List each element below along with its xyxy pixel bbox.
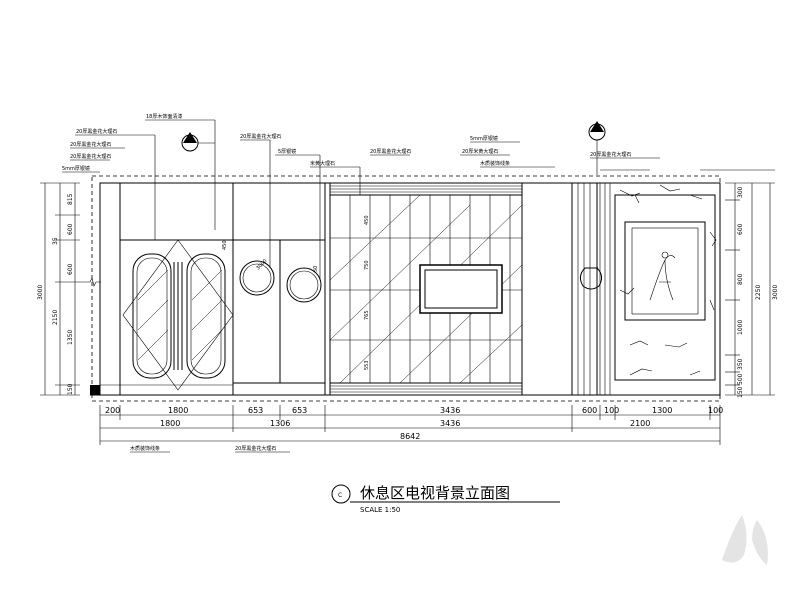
left-dimensions <box>40 182 101 396</box>
callout-11: 20厚米黄大理石 <box>462 148 498 155</box>
dim-right-3000: 3000 <box>772 285 779 300</box>
callout-3: 20厚黑金花大理石 <box>70 153 111 160</box>
callout-5: 18厚木饰面清漆 <box>146 113 182 120</box>
dim-left-600b: 600 <box>67 263 74 275</box>
callout-13: 20厚黑金花大理石 <box>590 151 631 158</box>
callout-8: 20厚黑金花大理石 <box>370 148 411 155</box>
dim-100-b: 100 <box>708 406 723 415</box>
dim-right-150: 150 <box>737 386 744 398</box>
dim-inner-50: 50 <box>313 266 319 272</box>
callout-bottom-1: 木质装饰线条 <box>130 445 160 452</box>
dim-right-800: 800 <box>737 273 744 285</box>
callout-7: 5厚银镜 <box>278 148 296 155</box>
dim-inner-553: 553 <box>364 360 370 370</box>
dim-right-1000: 1000 <box>737 320 744 335</box>
section-marker-2 <box>588 121 606 175</box>
drawing-scale: SCALE 1:50 <box>360 506 400 514</box>
dim-left-35: 35 <box>52 237 59 245</box>
dim-left-2150: 2150 <box>52 310 59 325</box>
dim-left-3000: 3000 <box>37 285 44 300</box>
dim-inner-765: 765 <box>364 310 370 320</box>
dim-inner-450: 450 <box>364 215 370 225</box>
callout-9: 米黄大理石 <box>310 160 335 167</box>
callout-leaders <box>62 119 775 453</box>
dim-inner-3000: 3000 <box>255 258 268 271</box>
callout-1: 20厚黑金花大理石 <box>76 128 117 135</box>
dim-653-b: 653 <box>292 406 307 415</box>
drawing-title: 休息区电视背景立面图 <box>360 484 510 502</box>
callout-2: 20厚黑金花大理石 <box>70 141 111 148</box>
callout-4: 5mm厚银镜 <box>62 165 90 172</box>
dim-3436: 3436 <box>440 406 460 415</box>
title-marker-circle <box>331 484 351 504</box>
dim-right-600: 600 <box>737 223 744 235</box>
dim-left-150: 150 <box>67 383 74 395</box>
dim-1300: 1300 <box>652 406 672 415</box>
tv-panel <box>329 183 523 395</box>
left-panel <box>100 183 234 395</box>
wall-outline <box>90 182 721 396</box>
right-art-panel <box>614 184 717 381</box>
dim-row2-3436: 3436 <box>440 419 460 428</box>
dim-100-a: 100 <box>604 406 619 415</box>
callout-10: 5mm厚银镜 <box>470 135 498 142</box>
dim-left-1350: 1350 <box>67 330 74 345</box>
dim-row2-1306: 1306 <box>270 419 290 428</box>
dim-total: 8642 <box>400 432 420 441</box>
title-marker: C <box>338 492 342 499</box>
dim-1800: 1800 <box>168 406 188 415</box>
callout-6: 20厚黑金花大理石 <box>240 133 281 140</box>
callout-12: 木质装饰线条 <box>480 160 510 167</box>
right-dimensions <box>725 182 775 396</box>
dim-left-600: 600 <box>67 223 74 235</box>
bottom-dimensions <box>99 405 721 445</box>
dim-left-815: 815 <box>67 193 74 205</box>
section-marker-1 <box>181 132 215 152</box>
dim-right-300: 300 <box>737 186 744 198</box>
dim-right-500: 500 <box>737 373 744 385</box>
dim-row2-1800: 1800 <box>160 419 180 428</box>
boundary-dashed <box>91 175 721 402</box>
dim-inner-750: 750 <box>364 260 370 270</box>
callout-bottom-2: 20厚黑金花大理石 <box>235 445 276 452</box>
watermark-logo <box>722 515 768 565</box>
dim-right-350: 350 <box>737 358 744 370</box>
column-strip <box>571 183 611 395</box>
dim-200: 200 <box>105 406 120 415</box>
round-mirror-panel <box>233 183 326 395</box>
dim-inner-450b: 450 <box>222 240 228 250</box>
title-block: C 休息区电视背景立面图 SCALE 1:50 <box>331 484 560 514</box>
dim-600: 600 <box>582 406 597 415</box>
dim-653-a: 653 <box>248 406 263 415</box>
dim-right-2250: 2250 <box>755 285 762 300</box>
dim-row2-2100: 2100 <box>630 419 650 428</box>
